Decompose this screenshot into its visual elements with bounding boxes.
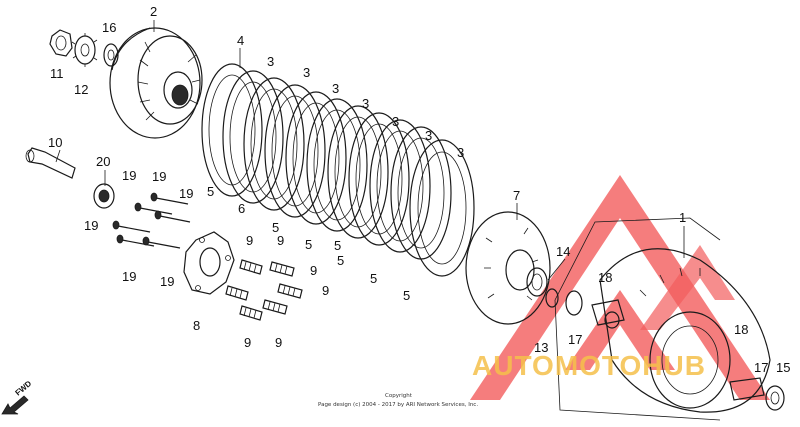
label-9a: 9 (246, 233, 253, 248)
label-11: 11 (50, 66, 64, 81)
label-3g: 3 (457, 145, 464, 160)
label-9b: 9 (277, 233, 284, 248)
fwd-arrow: FWD (1, 379, 34, 415)
label-5g: 5 (334, 238, 341, 253)
label-3e: 3 (392, 114, 399, 129)
part-pin-10 (25, 147, 76, 179)
watermark-logo (470, 175, 770, 400)
label-19e: 19 (122, 269, 136, 284)
label-6: 6 (238, 201, 245, 216)
part-nut-11 (49, 29, 73, 57)
label-18b: 18 (734, 322, 748, 337)
copyright-line-1: Copyright (385, 393, 413, 399)
label-20: 20 (96, 154, 110, 169)
part-needle-bearing-18 (591, 299, 765, 401)
label-3f: 3 (425, 128, 432, 143)
label-13: 13 (534, 340, 548, 355)
label-3a: 3 (267, 54, 274, 69)
label-5a: 5 (207, 184, 214, 199)
label-5d: 5 (337, 253, 344, 268)
label-5e: 5 (370, 271, 377, 286)
label-5c: 5 (305, 237, 312, 252)
label-9f: 9 (275, 335, 282, 350)
label-8: 8 (193, 318, 200, 333)
label-2: 2 (150, 4, 157, 19)
part-snap-ring-17 (565, 290, 583, 316)
part-bolts-19 (112, 192, 191, 249)
label-18a: 18 (598, 270, 612, 285)
label-9e: 9 (244, 335, 251, 350)
leader-lines (55, 20, 685, 281)
copyright-line-2: Page design (c) 2004 - 2017 by ARI Netwo… (318, 402, 478, 408)
label-15: 15 (776, 360, 790, 375)
label-3b: 3 (303, 65, 310, 80)
label-16: 16 (102, 20, 116, 35)
fwd-label: FWD (14, 379, 34, 398)
label-14: 14 (556, 244, 570, 259)
label-7: 7 (513, 188, 520, 203)
label-3d: 3 (362, 96, 369, 111)
label-12: 12 (74, 82, 88, 97)
part-lifter-plate-8 (183, 231, 235, 295)
part-washer-15 (765, 385, 785, 411)
label-3c: 3 (332, 81, 339, 96)
label-4: 4 (237, 33, 244, 48)
watermark-text: AUTOMOTOHUB (472, 350, 706, 381)
label-10: 10 (48, 135, 62, 150)
label-19f: 19 (160, 274, 174, 289)
label-19c: 19 (179, 186, 193, 201)
part-clutch-center-2 (109, 27, 203, 139)
part-lock-washer-12 (71, 33, 98, 67)
part-number-labels: 2 16 11 12 4 3 3 3 3 3 3 3 5 6 5 5 5 5 5… (48, 4, 790, 375)
label-19b: 19 (152, 169, 166, 184)
part-springs-9 (225, 259, 303, 321)
label-5f: 5 (403, 288, 410, 303)
part-bearing-20 (93, 183, 115, 209)
label-17a: 17 (568, 332, 582, 347)
label-17b: 17 (754, 360, 768, 375)
label-1: 1 (679, 210, 686, 225)
label-19d: 19 (84, 218, 98, 233)
clutch-plate-stack (201, 63, 475, 277)
part-washer-14 (526, 267, 548, 297)
label-9c: 9 (310, 263, 317, 278)
label-5b: 5 (272, 220, 279, 235)
part-clutch-outer-1 (554, 217, 771, 421)
part-washer-16 (103, 43, 119, 67)
part-pressure-plate-7 (465, 211, 551, 325)
label-19a: 19 (122, 168, 136, 183)
part-washer-13 (545, 288, 559, 308)
label-9d: 9 (322, 283, 329, 298)
